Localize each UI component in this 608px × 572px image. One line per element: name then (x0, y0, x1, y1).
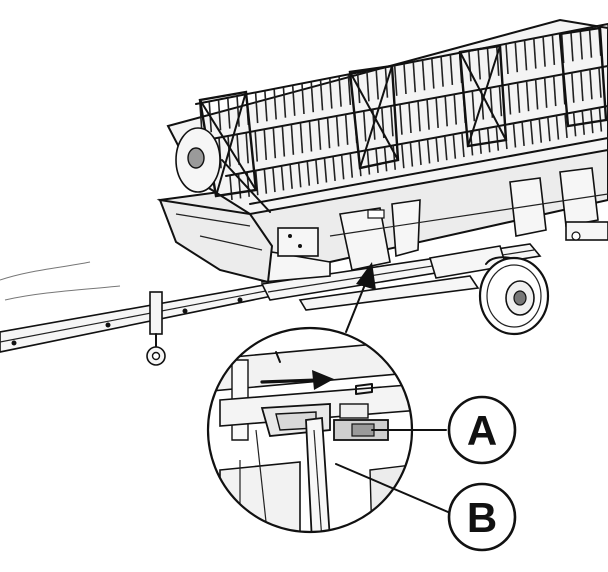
direction-arrow (260, 370, 334, 390)
reel (166, 18, 608, 216)
callout-a: A (447, 395, 517, 465)
callout-b-label: B (467, 494, 497, 541)
detail-pointer-arrow (345, 262, 376, 333)
header-body (156, 138, 608, 284)
callout-a-label: A (467, 407, 497, 454)
callout-b: B (447, 482, 517, 552)
transport-wheel (478, 256, 550, 336)
tow-bar (0, 283, 273, 366)
transport-frame (260, 243, 542, 311)
detail-zoom-view (206, 326, 414, 534)
callout-leaders (335, 429, 449, 513)
